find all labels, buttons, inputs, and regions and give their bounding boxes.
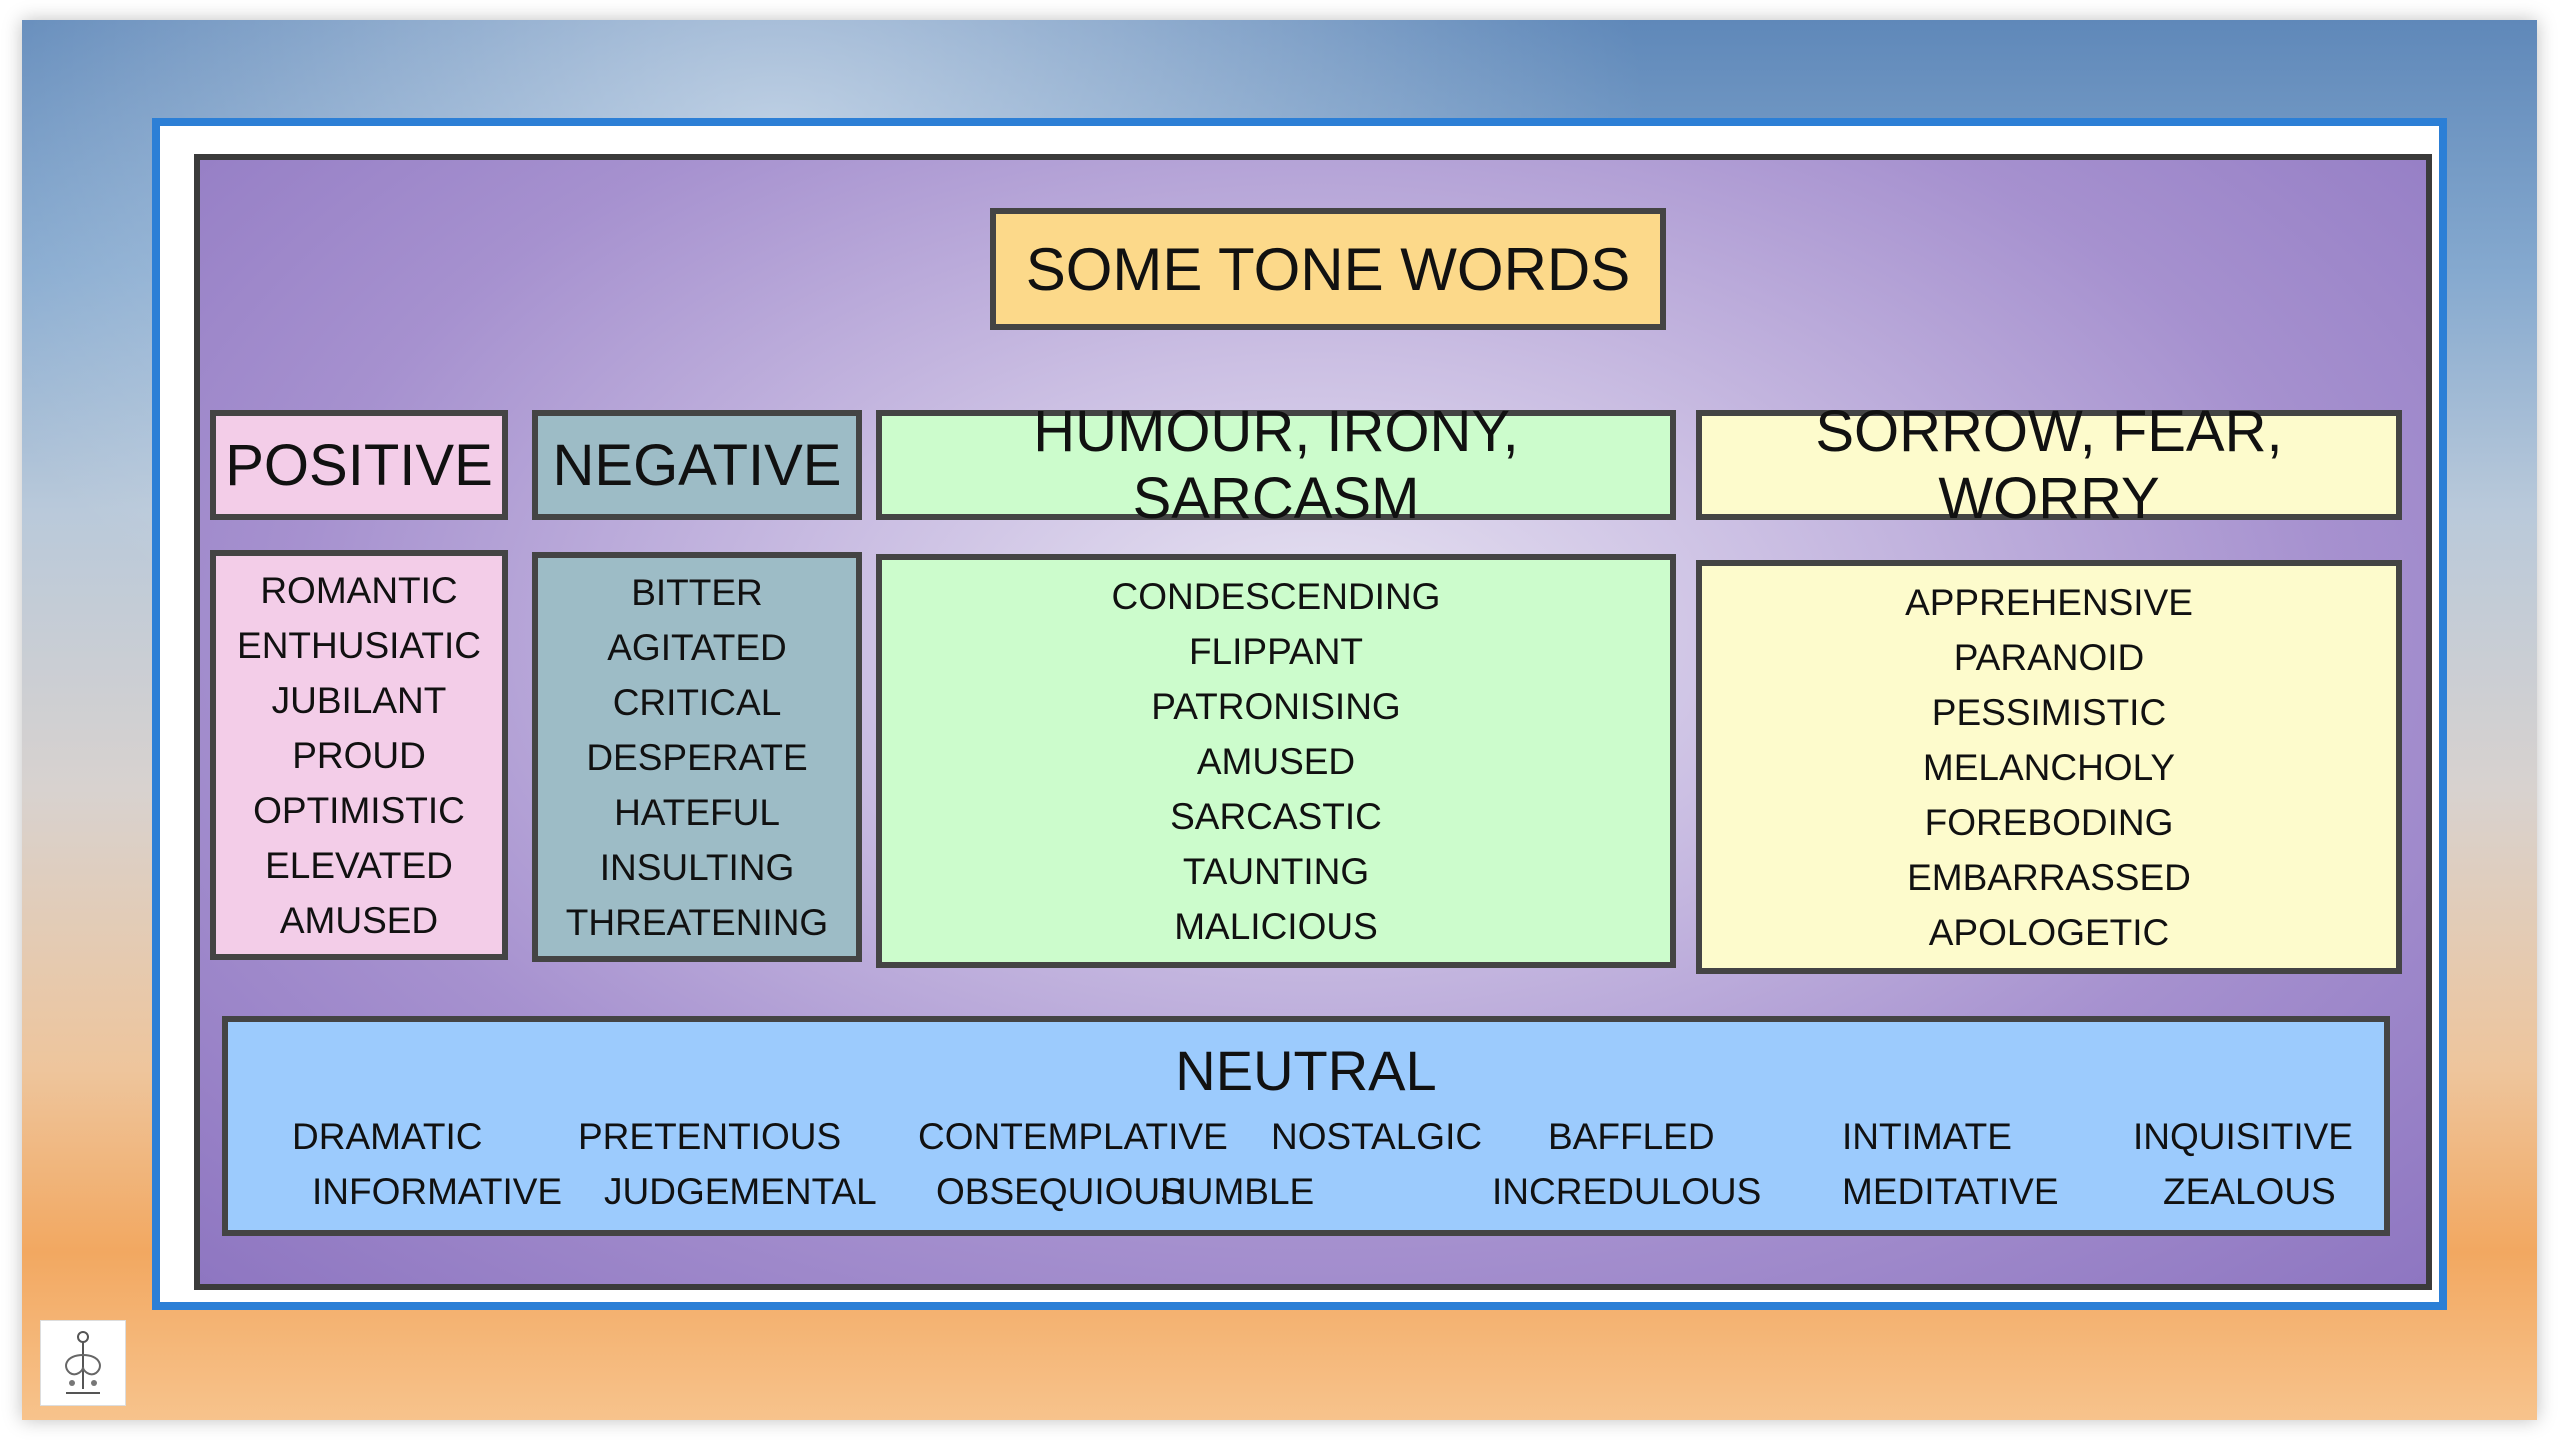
list-humour: CONDESCENDING FLIPPANT PATRONISING AMUSE… (876, 554, 1676, 968)
list-item: MALICIOUS (1174, 905, 1378, 947)
list-item: AGITATED (607, 626, 787, 668)
neutral-word: PRETENTIOUS (578, 1116, 842, 1157)
list-item: JUBILANT (271, 679, 447, 721)
neutral-word: MEDITATIVE (1842, 1171, 2059, 1212)
list-item: AMUSED (279, 899, 439, 941)
neutral-word: OBSEQUIOUS (936, 1171, 1185, 1212)
list-item: CRITICAL (612, 681, 782, 723)
list-item: BITTER (631, 571, 763, 613)
header-positive-label: POSITIVE (225, 432, 493, 498)
neutral-title: NEUTRAL (1175, 1039, 1437, 1102)
list-item: AMUSED (1196, 740, 1356, 782)
list-item: ELEVATED (265, 844, 453, 886)
neutral-word: ZEALOUS (2163, 1171, 2336, 1212)
list-item: PESSIMISTIC (1931, 691, 2167, 733)
neutral-box: NEUTRAL DRAMATIC PRETENTIOUS CONTEMPLATI… (222, 1016, 2390, 1236)
neutral-word: INCREDULOUS (1492, 1171, 1762, 1212)
list-item: APPREHENSIVE (1905, 581, 2193, 623)
header-humour: HUMOUR, IRONY, SARCASM (876, 399, 1676, 531)
list-item: ROMANTIC (260, 569, 458, 611)
list-item: FLIPPANT (1188, 630, 1364, 672)
neutral-word: JUDGEMENTAL (604, 1171, 877, 1212)
title-box: SOME TONE WORDS (990, 208, 1666, 330)
neutral-word: CONTEMPLATIVE (918, 1116, 1228, 1157)
neutral-word: DRAMATIC (292, 1116, 483, 1157)
neutral-word: NOSTALGIC (1271, 1116, 1483, 1157)
list-item: HATEFUL (614, 791, 780, 833)
list-item: DESPERATE (586, 736, 808, 778)
list-item: PATRONISING (1151, 685, 1401, 727)
list-item: SARCASTIC (1170, 795, 1382, 837)
neutral-word: INTIMATE (1842, 1116, 2012, 1157)
neutral-word: BAFFLED (1548, 1116, 1715, 1157)
list-sorrow: APPREHENSIVE PARANOID PESSIMISTIC MELANC… (1696, 560, 2402, 974)
list-item: CONDESCENDING (1111, 575, 1441, 617)
header-negative-label: NEGATIVE (552, 432, 842, 498)
list-item: PROUD (292, 734, 426, 776)
tree-logo-icon (40, 1320, 126, 1406)
list-item: ENTHUSIATIC (237, 624, 481, 666)
list-item: MELANCHOLY (1922, 746, 2176, 788)
slide-frame: SOME TONE WORDS POSITIVE NEGATIVE HUMOUR… (152, 118, 2447, 1310)
neutral-word: INFORMATIVE (312, 1171, 563, 1212)
header-sorrow: SORROW, FEAR, WORRY (1696, 399, 2402, 531)
neutral-row-2: INFORMATIVE JUDGEMENTAL OBSEQUIOUS HUMBL… (228, 1167, 2384, 1222)
neutral-word: HUMBLE (1160, 1171, 1315, 1212)
list-item: EMBARRASSED (1907, 856, 2191, 898)
page-title: SOME TONE WORDS (1025, 235, 1631, 303)
list-negative: BITTER AGITATED CRITICAL DESPERATE HATEF… (532, 552, 862, 962)
list-item: TAUNTING (1182, 850, 1370, 892)
list-positive: ROMANTIC ENTHUSIATIC JUBILANT PROUD OPTI… (210, 550, 508, 960)
slide-background: SOME TONE WORDS POSITIVE NEGATIVE HUMOUR… (22, 20, 2537, 1420)
header-sorrow-label: SORROW, FEAR, WORRY (1815, 399, 2283, 531)
header-negative: NEGATIVE (532, 410, 862, 520)
neutral-word: INQUISITIVE (2133, 1116, 2353, 1157)
list-item: THREATENING (565, 901, 829, 943)
header-positive: POSITIVE (210, 410, 508, 520)
list-item: INSULTING (599, 846, 795, 888)
list-item: PARANOID (1953, 636, 2145, 678)
neutral-row-1: DRAMATIC PRETENTIOUS CONTEMPLATIVE NOSTA… (228, 1112, 2384, 1167)
list-item: APOLOGETIC (1928, 911, 2170, 953)
content-panel: SOME TONE WORDS POSITIVE NEGATIVE HUMOUR… (194, 154, 2432, 1290)
list-item: FOREBODING (1924, 801, 2174, 843)
header-humour-label: HUMOUR, IRONY, SARCASM (1033, 399, 1519, 531)
list-item: OPTIMISTIC (253, 789, 465, 831)
